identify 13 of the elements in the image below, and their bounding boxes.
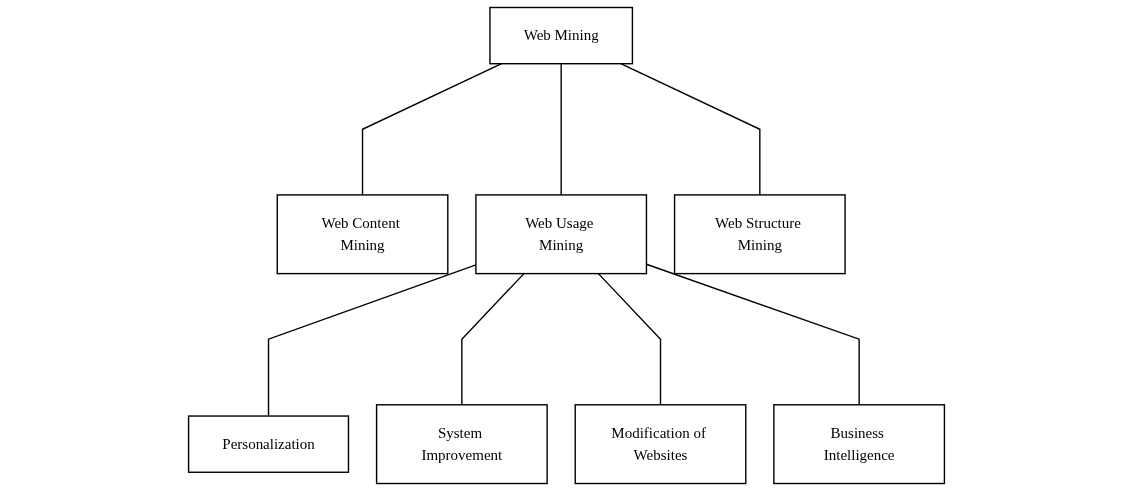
node-box: Business Intelligence [773, 404, 946, 485]
connector [461, 272, 525, 406]
node-box: Web Mining [489, 6, 634, 65]
connector [597, 272, 662, 406]
node-box: Web Content Mining [276, 194, 449, 275]
connector [620, 63, 761, 196]
node-box: Modification of Websites [574, 404, 747, 485]
node-box: Web Usage Mining [475, 194, 648, 275]
connector [361, 63, 503, 196]
node-box: System Improvement [375, 404, 548, 485]
node-box: Personalization [187, 415, 350, 473]
connector [560, 63, 562, 196]
node-box: Web Structure Mining [673, 194, 846, 275]
